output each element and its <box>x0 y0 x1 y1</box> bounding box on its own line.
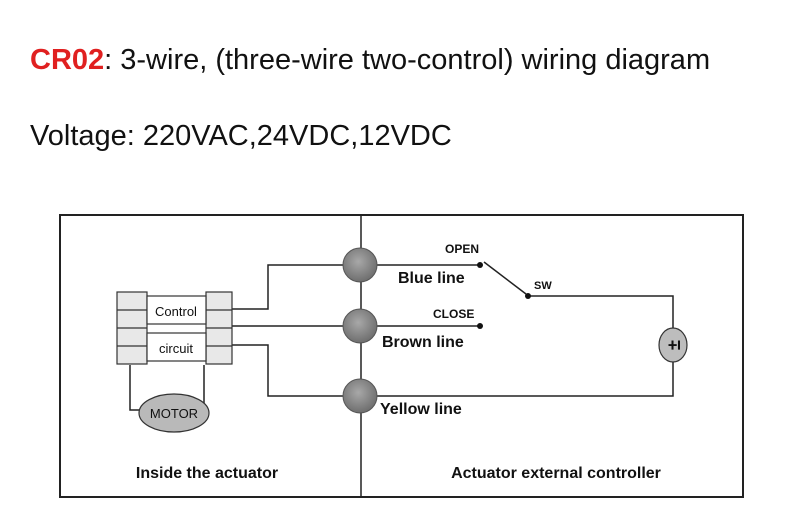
motor <box>138 393 210 433</box>
control-label: Control <box>155 304 197 319</box>
power-source-icon <box>658 327 688 363</box>
motor-label: MOTOR <box>150 406 198 421</box>
close-contact <box>477 323 483 329</box>
switch-pivot <box>525 293 531 299</box>
switch-blade <box>483 261 527 295</box>
power-symbol: ± <box>664 340 684 350</box>
voltage-text: Voltage: 220VAC,24VDC,12VDC <box>30 120 452 152</box>
switch-wire <box>528 295 674 330</box>
yellow-line-label: Yellow line <box>380 401 462 418</box>
brown-line-label: Brown line <box>382 334 464 351</box>
title-text: : 3-wire, (three-wire two-control) wirin… <box>104 44 711 76</box>
blue-terminal <box>342 247 378 283</box>
model-code: CR02 <box>30 44 105 76</box>
close-label: CLOSE <box>433 307 474 321</box>
inside-caption: Inside the actuator <box>136 465 278 482</box>
yellow-wire <box>231 344 674 397</box>
diagram-frame <box>59 214 744 498</box>
page-title: CR02: 3-wire, (three-wire two-control) w… <box>30 44 710 77</box>
control-circuit-block <box>116 291 233 365</box>
brown-terminal <box>342 308 378 344</box>
open-contact <box>477 262 483 268</box>
circuit-label: circuit <box>159 341 193 356</box>
yellow-terminal <box>342 378 378 414</box>
blue-line-label: Blue line <box>398 270 465 287</box>
open-label: OPEN <box>445 242 479 256</box>
external-caption: Actuator external controller <box>451 465 661 482</box>
sw-label: SW <box>534 280 552 292</box>
